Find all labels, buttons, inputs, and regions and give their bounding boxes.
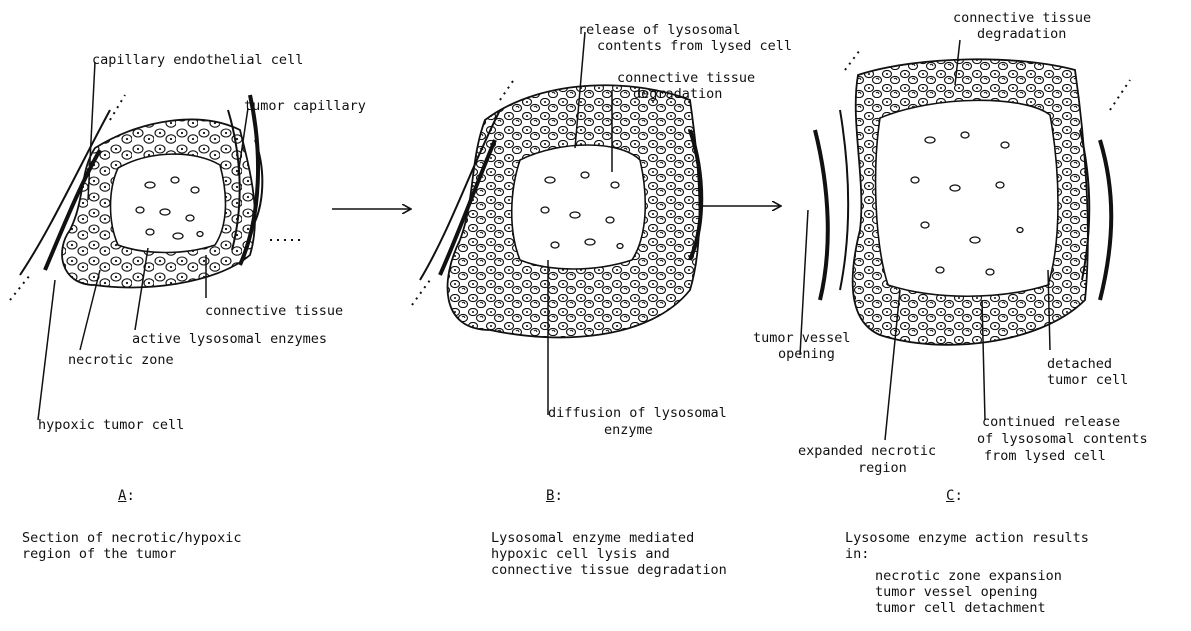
label-b-ct-degradation-line2: degradation bbox=[633, 86, 722, 102]
panel-b-letter: B: bbox=[546, 488, 563, 504]
label-tumor-vessel-line1: tumor vessel bbox=[753, 330, 851, 346]
label-detached-line2: tumor cell bbox=[1047, 372, 1128, 388]
label-capillary-endothelial-cell: capillary endothelial cell bbox=[92, 52, 303, 68]
label-detached-line1: detached bbox=[1047, 356, 1112, 372]
panel-b-necrotic-core bbox=[512, 145, 646, 269]
panel-c-letter: C: bbox=[946, 488, 963, 504]
panel-a-caption: Section of necrotic/hypoxic region of th… bbox=[22, 530, 241, 562]
label-diffusion-line2: enzyme bbox=[604, 422, 653, 438]
label-expanded-necrotic-line2: region bbox=[858, 460, 907, 476]
label-hypoxic-tumor-cell: hypoxic tumor cell bbox=[38, 417, 184, 433]
label-necrotic-zone: necrotic zone bbox=[68, 352, 174, 368]
label-tumor-capillary: tumor capillary bbox=[244, 98, 366, 114]
label-c-ct-degradation-line1: connective tissue bbox=[953, 10, 1091, 26]
label-continued-release-line3: from lysed cell bbox=[984, 448, 1106, 464]
panel-c-caption: Lysosome enzyme action results in: necro… bbox=[845, 530, 1089, 616]
panel-a-letter: A: bbox=[118, 488, 135, 504]
label-continued-release-line2: of lysosomal contents bbox=[977, 431, 1148, 447]
label-continued-release-line1: continued release bbox=[982, 414, 1120, 430]
panel-a-necrotic-core bbox=[111, 154, 226, 252]
label-diffusion-line1: diffusion of lysosomal bbox=[548, 405, 727, 421]
panel-b-drawing bbox=[412, 78, 701, 337]
panel-b-caption: Lysosomal enzyme mediated hypoxic cell l… bbox=[491, 530, 727, 578]
label-c-ct-degradation-line2: degradation bbox=[977, 26, 1066, 42]
panel-c-drawing bbox=[815, 50, 1130, 345]
label-b-ct-degradation-line1: connective tissue bbox=[617, 70, 755, 86]
label-release-lysosomal-line1: release of lysosomal bbox=[578, 22, 741, 38]
label-active-lysosomal-enzymes: active lysosomal enzymes bbox=[132, 331, 327, 347]
label-connective-tissue: connective tissue bbox=[205, 303, 343, 319]
label-tumor-vessel-line2: opening bbox=[778, 346, 835, 362]
label-release-lysosomal-line2: contents from lysed cell bbox=[597, 38, 792, 54]
panel-a-drawing bbox=[10, 95, 300, 300]
label-expanded-necrotic-line1: expanded necrotic bbox=[798, 443, 936, 459]
panel-c-necrotic-core bbox=[876, 100, 1058, 296]
